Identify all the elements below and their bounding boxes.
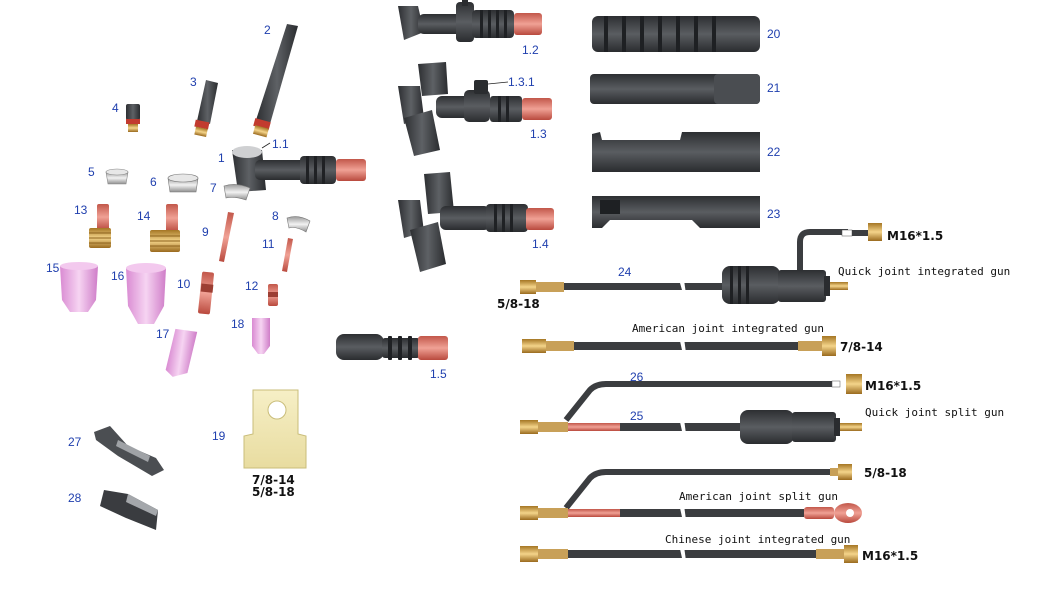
- label-28: 28: [68, 491, 82, 505]
- torch-head-1-3[interactable]: [398, 62, 552, 156]
- adapter-19[interactable]: [243, 389, 307, 469]
- label-1-1: 1.1: [272, 137, 289, 151]
- label-1-2: 1.2: [522, 43, 539, 57]
- label-27: 27: [68, 435, 82, 449]
- torch-head-1-5[interactable]: [336, 334, 448, 360]
- caption-quick-split: Quick joint split gun: [865, 406, 1004, 419]
- label-1-3-1: 1.3.1: [508, 75, 535, 89]
- collet-9[interactable]: [219, 212, 234, 262]
- label-8: 8: [272, 209, 279, 223]
- label-26: 26: [630, 370, 644, 384]
- gas-lens-14[interactable]: [150, 204, 180, 252]
- nozzle-17[interactable]: [165, 328, 198, 379]
- label-1-4: 1.4: [532, 237, 549, 251]
- torch-head-1[interactable]: [232, 146, 366, 192]
- label-7: 7: [210, 181, 217, 195]
- label-21: 21: [767, 81, 781, 95]
- handle-21[interactable]: [590, 74, 760, 104]
- clip-28[interactable]: [100, 490, 158, 530]
- collet-11[interactable]: [282, 238, 293, 272]
- leader-lines: [261, 81, 509, 149]
- caption-american-integrated: American joint integrated gun: [632, 322, 824, 335]
- gun-chinese-integrated[interactable]: [520, 545, 858, 563]
- gasket-5[interactable]: [105, 168, 129, 185]
- label-23: 23: [767, 207, 781, 221]
- thread-19-a: 7/8-14: [252, 473, 295, 487]
- part-labels: 1 1.1 1.2 1.3 1.3.1 1.4 1.5 2 3 4 5 6 7 …: [46, 23, 781, 505]
- gasket-7[interactable]: [223, 184, 251, 201]
- caption-american-split: American joint split gun: [679, 490, 838, 503]
- label-6: 6: [150, 175, 157, 189]
- label-16: 16: [111, 269, 125, 283]
- label-11: 11: [262, 237, 275, 251]
- thread-gun5-right: M16*1.5: [862, 549, 918, 563]
- handle-20[interactable]: [592, 16, 760, 52]
- label-13: 13: [74, 203, 88, 217]
- label-1: 1: [218, 151, 225, 165]
- nozzle-16[interactable]: [126, 263, 166, 324]
- handle-23[interactable]: [592, 196, 760, 228]
- gun-quick-split[interactable]: [520, 374, 862, 444]
- long-back-cap-2[interactable]: [252, 24, 298, 138]
- label-12: 12: [245, 279, 259, 293]
- caption-quick-integrated: Quick joint integrated gun: [838, 265, 1010, 278]
- label-5: 5: [88, 165, 95, 179]
- insulator-6[interactable]: [167, 173, 199, 193]
- thread-gun1-left: 5/8-18: [497, 297, 540, 311]
- nozzle-15[interactable]: [60, 262, 98, 312]
- label-25: 25: [630, 409, 644, 423]
- thread-gun4-right: 5/8-18: [864, 466, 907, 480]
- thread-gun1-right: M16*1.5: [887, 229, 943, 243]
- thread-gun3-right: M16*1.5: [865, 379, 921, 393]
- collet-body-12[interactable]: [268, 284, 278, 306]
- torch-head-1-4[interactable]: [398, 172, 554, 272]
- label-9: 9: [202, 225, 209, 239]
- label-18: 18: [231, 317, 245, 331]
- gun-quick-integrated[interactable]: [520, 223, 882, 304]
- caption-chinese-integrated: Chinese joint integrated gun: [665, 533, 850, 546]
- gun-american-split[interactable]: [520, 464, 862, 523]
- medium-back-cap-3[interactable]: [194, 80, 218, 137]
- label-17: 17: [156, 327, 170, 341]
- handle-22[interactable]: [592, 132, 760, 172]
- thread-labels: 7/8-14 5/8-18 M16*1.5 5/8-18 7/8-14 M16*…: [252, 229, 943, 563]
- label-10: 10: [177, 277, 191, 291]
- thread-gun2-right: 7/8-14: [840, 340, 883, 354]
- label-4: 4: [112, 101, 119, 115]
- label-2: 2: [264, 23, 271, 37]
- label-15: 15: [46, 261, 60, 275]
- short-back-cap-4[interactable]: [126, 104, 140, 132]
- label-19: 19: [212, 429, 226, 443]
- label-20: 20: [767, 27, 781, 41]
- label-14: 14: [137, 209, 151, 223]
- torch-head-1-2[interactable]: [398, 0, 542, 42]
- collet-body-10[interactable]: [198, 271, 214, 315]
- label-3: 3: [190, 75, 197, 89]
- gasket-8[interactable]: [286, 216, 311, 233]
- label-1-3: 1.3: [530, 127, 547, 141]
- gas-lens-13[interactable]: [89, 204, 111, 248]
- gun-american-integrated[interactable]: [522, 336, 836, 356]
- gun-captions: Quick joint integrated gun American join…: [632, 265, 1010, 546]
- clip-27[interactable]: [94, 426, 164, 476]
- thread-19-b: 5/8-18: [252, 485, 295, 499]
- label-24: 24: [618, 265, 632, 279]
- label-1-5: 1.5: [430, 367, 447, 381]
- label-22: 22: [767, 145, 781, 159]
- nozzle-18[interactable]: [252, 318, 270, 354]
